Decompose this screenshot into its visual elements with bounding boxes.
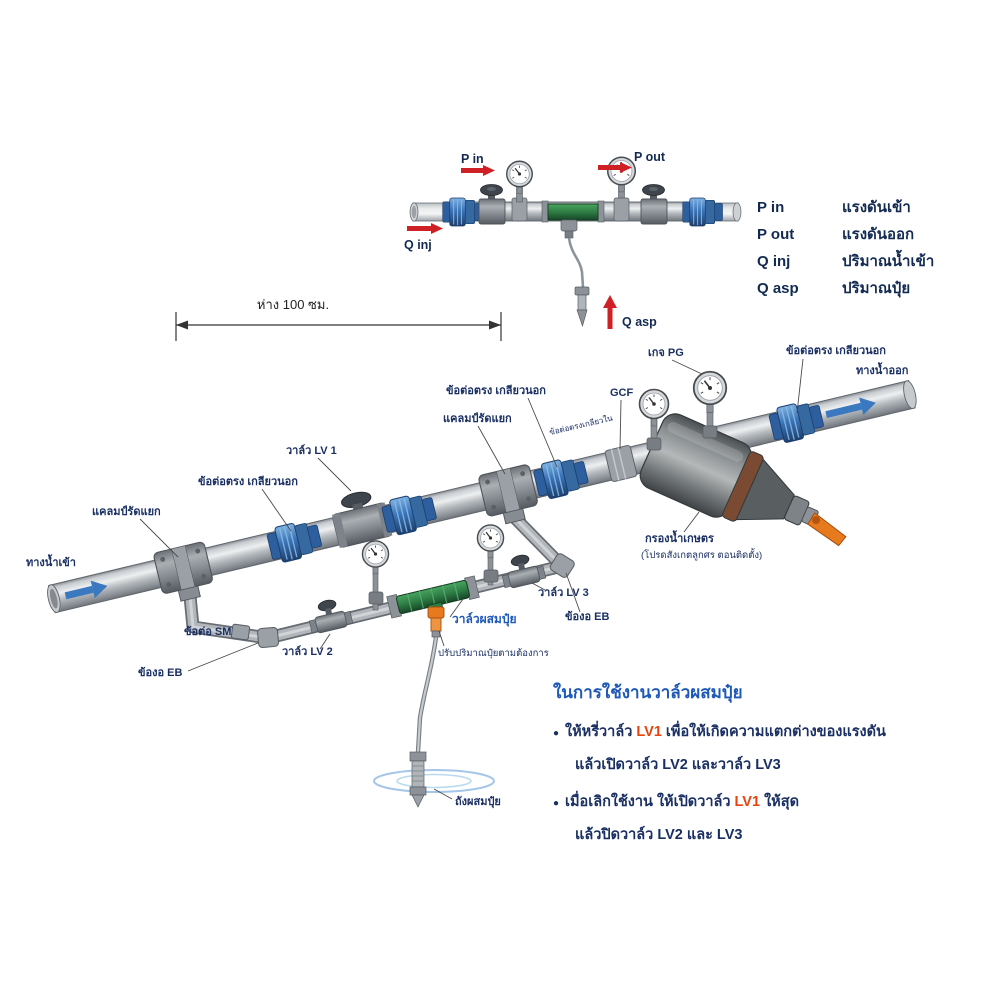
legend-desc-qinj: ปริมาณน้ำเข้า xyxy=(842,249,934,270)
fertilizer-adjuster xyxy=(427,606,445,638)
valve-lv3 xyxy=(497,550,547,591)
sm-adapter xyxy=(230,623,251,641)
top-venturi-section xyxy=(541,200,605,223)
elbow-eb-right xyxy=(549,553,575,578)
dimension-label: ห่าง 100 ซม. xyxy=(257,297,329,312)
p-out-label: P out xyxy=(634,150,666,164)
p-in-label: P in xyxy=(461,152,484,166)
male-adapter-1 xyxy=(264,517,325,566)
bypass-gauge-right xyxy=(476,524,505,586)
legend-desc-pin: แรงดันเข้า xyxy=(842,199,911,216)
gauge-pg-label: เกจ PG xyxy=(648,347,684,359)
valve-lv2 xyxy=(304,595,354,636)
pressure-gauge-out xyxy=(606,156,637,193)
legend-desc-qasp: ปริมาณปุ๋ย xyxy=(842,279,910,298)
filter-note-label: (โปรดสังเกตลูกศร ตอนติดตั้ง) xyxy=(641,548,762,561)
top-suction-injector xyxy=(560,219,590,328)
instructions-title: ในการใช้งานวาล์วผสมปุ๋ย xyxy=(553,682,743,703)
instruction-line-2: แล้วเปิดวาล์ว LV2 และวาล์ว LV3 xyxy=(575,755,781,773)
legend-key-pin: P in xyxy=(757,199,784,216)
coupler-gcf xyxy=(604,445,638,482)
clamp-mid-label: แคลมป์รัดแยก xyxy=(443,412,512,425)
legend-key-qinj: Q inj xyxy=(757,253,790,270)
instructions-block: ในการใช้งานวาล์วผสมปุ๋ย ●ให้หรี่วาล์ว LV… xyxy=(553,682,886,843)
flush-valve-handle xyxy=(801,506,847,547)
top-assembly: P in P out Q inj Q asp xyxy=(404,150,742,329)
legend-desc-pout: แรงดันออก xyxy=(842,226,914,243)
q-asp-label: Q asp xyxy=(622,315,657,329)
male-adapter-1-label: ข้อต่อตรง เกลียวนอก xyxy=(198,475,298,488)
flow-arrow-out xyxy=(825,397,876,419)
q-inj-label: Q inj xyxy=(404,238,432,252)
p-out-arrow xyxy=(598,162,632,173)
tank-label: ถังผสมปุ๋ย xyxy=(455,795,501,809)
legend-key-pout: P out xyxy=(757,226,794,243)
elbow-eb-left xyxy=(257,626,280,649)
filter-gauge-left xyxy=(638,388,670,451)
leader-lines xyxy=(139,358,804,800)
mixer-valve-label: วาล์วผสมปุ๋ย xyxy=(452,612,516,627)
female-adapter-label: ข้อต่อตรงเกลียวใน xyxy=(548,414,614,437)
q-inj-arrow xyxy=(407,223,443,234)
water-out-label: ทางน้ำออก xyxy=(856,362,909,377)
valve-lv2-label: วาล์ว LV 2 xyxy=(282,645,333,658)
valve-lv3-label: วาล์ว LV 3 xyxy=(538,586,589,599)
valve-lv1-label: วาล์ว LV 1 xyxy=(286,444,337,457)
instruction-line-1: ●ให้หรี่วาล์ว LV1 เพื่อให้เกิดความแตกต่า… xyxy=(553,720,886,740)
water-in-label: ทางน้ำเข้า xyxy=(26,554,76,569)
dimension-100cm: ห่าง 100 ซม. xyxy=(175,297,502,341)
valve-lv1 xyxy=(332,491,393,548)
male-adapter-mid xyxy=(531,453,591,502)
pressure-gauge-in xyxy=(506,160,533,195)
clamp-left-label: แคลมป์รัดแยก xyxy=(92,505,161,518)
tank-ripples xyxy=(373,769,495,793)
foot-valve xyxy=(409,751,427,808)
instruction-line-4: แล้วปิดวาล์ว LV2 และ LV3 xyxy=(575,825,742,843)
male-adapter-3 xyxy=(766,397,827,446)
adjust-note-label: ปรับปริมาณปุ๋ยตามต้องการ xyxy=(438,648,549,659)
elbow-left-label: ข้องอ EB xyxy=(138,666,182,679)
filter-gauge-right xyxy=(692,370,728,439)
top-station-right xyxy=(606,156,668,225)
agriculture-filter xyxy=(639,413,847,547)
flow-arrow-in xyxy=(64,580,108,600)
sm-adapter-label: ข้อต่อ SM xyxy=(184,625,231,638)
p-in-arrow xyxy=(461,165,495,176)
gcf-label: GCF xyxy=(610,387,634,399)
top-station-left xyxy=(478,160,533,225)
legend: P in แรงดันเข้า P out แรงดันออก Q inj ปร… xyxy=(757,199,934,298)
filter-name-label: กรองน้ำเกษตร xyxy=(645,530,714,545)
q-asp-arrow xyxy=(603,295,617,329)
male-adapter-2-label: ข้อต่อตรง เกลียวนอก xyxy=(446,384,546,397)
top-fitting-right xyxy=(682,197,724,227)
elbow-right-label: ข้องอ EB xyxy=(565,610,609,623)
bypass-gauge-left xyxy=(361,540,390,611)
suction-tube xyxy=(416,636,438,753)
male-adapter-2 xyxy=(379,489,440,539)
legend-key-qasp: Q asp xyxy=(757,280,799,297)
instruction-line-3: ●เมื่อเลิกใช้งาน ให้เปิดวาล์ว LV1 ให้สุด xyxy=(553,790,799,810)
male-adapter-3-label: ข้อต่อตรง เกลียวนอก xyxy=(786,344,886,357)
